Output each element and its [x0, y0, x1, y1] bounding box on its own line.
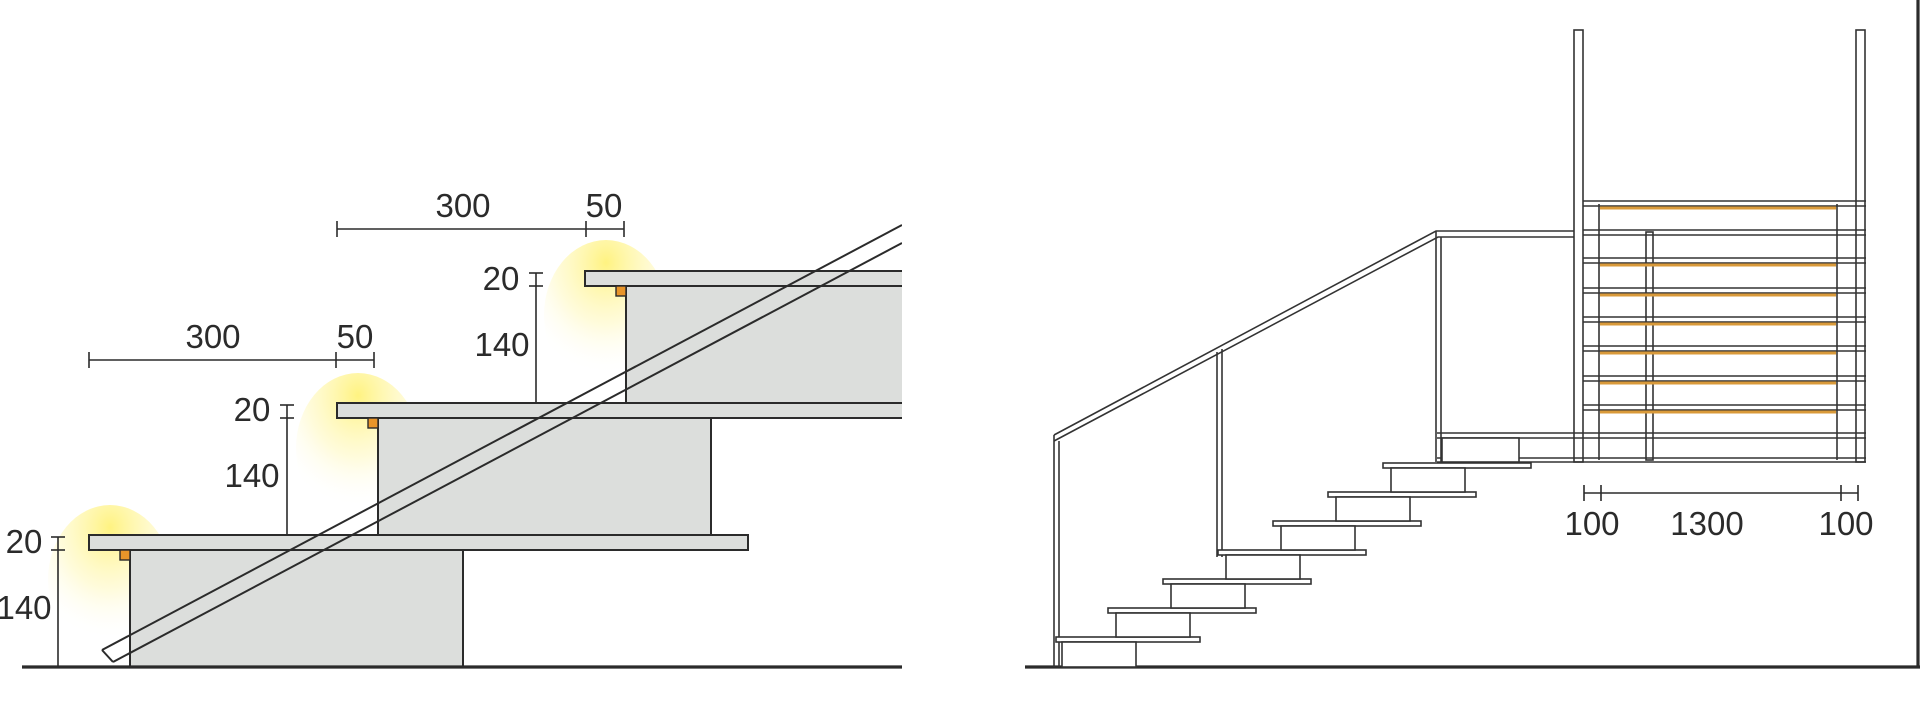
led-strip-low	[119, 549, 131, 561]
floor-and-wall	[1025, 0, 1920, 669]
dim-top-nosing: 50	[586, 187, 623, 224]
riser-block-low	[129, 549, 464, 668]
led-strip-mid	[367, 417, 379, 429]
dim-top-tread-thickness: 20	[483, 260, 520, 297]
tread-mid	[336, 402, 902, 419]
dim-width: 1300	[1670, 505, 1743, 542]
dim-right-margin: 100	[1818, 505, 1873, 542]
vertical-dimension-lines	[51, 272, 543, 667]
dim-low-tread-thickness: 20	[6, 523, 43, 560]
staircase-elevation: 100 1300 100	[1025, 0, 1920, 669]
dim-mid-riser-height: 140	[224, 457, 279, 494]
width-dimension-line	[1583, 485, 1859, 501]
stair-steps	[1055, 437, 1532, 668]
horizontal-dimension-lines	[88, 221, 625, 368]
dim-mid-tread-thickness: 20	[234, 391, 271, 428]
dim-low-riser-height: 140	[0, 589, 52, 626]
riser-block-top	[625, 285, 902, 404]
section-detail: 300 50 300 50 20 140 20 140 20 140	[0, 187, 902, 669]
shelf-slats	[1437, 200, 1866, 463]
dim-top-run: 300	[435, 187, 490, 224]
rack-uprights	[1573, 29, 1866, 463]
balustrade	[1053, 230, 1574, 667]
tread-top	[584, 270, 902, 287]
dim-mid-nosing: 50	[337, 318, 374, 355]
dim-mid-run: 300	[185, 318, 240, 355]
handrail	[101, 224, 902, 663]
tread-low	[88, 534, 749, 551]
dim-left-margin: 100	[1564, 505, 1619, 542]
led-strip-top	[615, 285, 627, 297]
dim-top-riser-height: 140	[474, 326, 529, 363]
